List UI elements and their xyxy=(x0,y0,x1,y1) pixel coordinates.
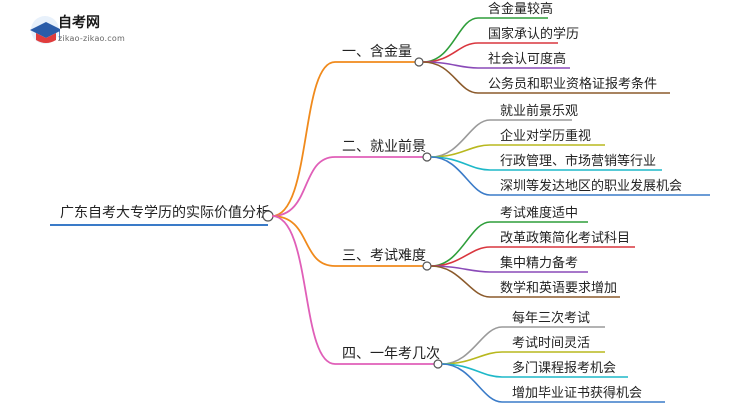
leaf-label: 考试时间灵活 xyxy=(512,336,590,351)
leaf-label: 含金量较高 xyxy=(488,1,553,17)
leaf-label: 行政管理、市场营销等行业 xyxy=(500,153,656,169)
leaf-label: 改革政策简化考试科目 xyxy=(500,230,630,246)
leaf-connector xyxy=(422,61,479,94)
leaf-label: 增加毕业证书获得机会 xyxy=(512,385,642,401)
root-node-label: 广东自考大专学历的实际价值分析 xyxy=(60,205,270,221)
root-node-dot xyxy=(262,210,274,222)
leaf-label: 深圳等发达地区的职业发展机会 xyxy=(500,178,682,194)
leaf-label: 社会认可度高 xyxy=(488,51,566,67)
logo-url: zikao-zikao.com xyxy=(58,34,125,43)
leaf-label: 考试难度适中 xyxy=(500,205,578,221)
leaf-label: 数学和英语要求增加 xyxy=(500,280,617,296)
branch-connector xyxy=(271,215,336,365)
branch-label: 四、一年考几次 xyxy=(342,346,440,362)
leaf-label: 多门课程报考机会 xyxy=(512,360,616,376)
leaf-connector xyxy=(430,221,491,267)
branch-connector xyxy=(271,215,336,267)
branch-node-dot xyxy=(414,57,424,67)
branch-connector xyxy=(271,61,336,217)
leaf-label: 公务员和职业资格证报考条件 xyxy=(488,76,657,92)
site-logo[interactable]: 自考网 zikao-zikao.com xyxy=(0,0,160,60)
graduation-cap-icon xyxy=(30,16,60,44)
branch-connector xyxy=(271,156,336,217)
logo-title: 自考网 xyxy=(58,15,100,31)
leaf-connector xyxy=(441,363,503,403)
branch-node-dot xyxy=(422,261,432,271)
branch-node-dot xyxy=(422,152,432,162)
leaf-label: 集中精力备考 xyxy=(500,255,578,271)
branch-label: 二、就业前景 xyxy=(342,138,426,155)
leaf-label: 国家承认的学历 xyxy=(488,26,579,42)
branch-label: 一、含金量 xyxy=(342,44,412,60)
leaf-connector xyxy=(430,246,491,267)
leaf-label: 就业前景乐观 xyxy=(500,103,578,119)
leaf-label: 每年三次考试 xyxy=(512,310,590,326)
leaf-connector xyxy=(430,156,491,196)
branch-label: 三、考试难度 xyxy=(342,248,426,264)
leaf-label: 企业对学历重视 xyxy=(500,128,591,144)
leaf-connector xyxy=(430,265,491,298)
branch-node-dot xyxy=(433,359,443,369)
